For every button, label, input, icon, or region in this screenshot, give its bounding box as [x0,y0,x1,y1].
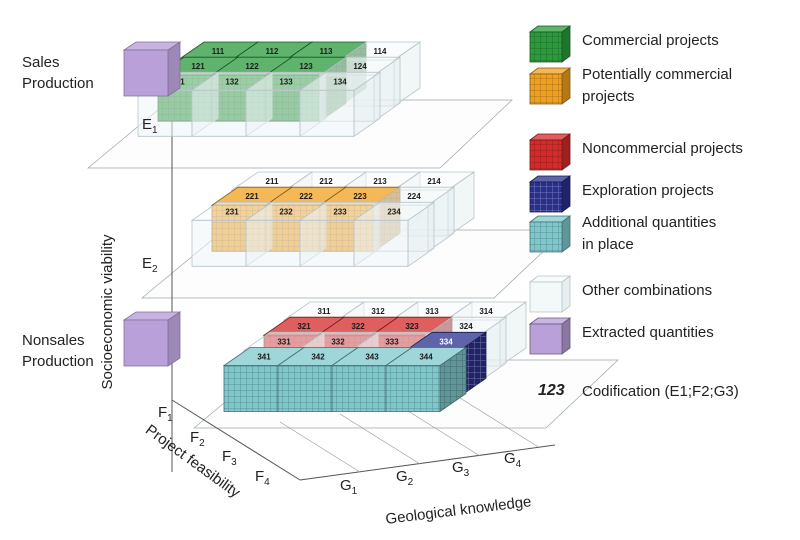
cube-code-label: 324 [459,322,473,331]
legend-swatch-noncommercial [528,133,572,171]
nonsales-label-line1: Nonsales [22,332,85,349]
cube-code-label: 124 [353,62,367,71]
f-axis-labels: F1 F2 F3 F4 [158,404,270,488]
sales-label-line1: Sales [22,54,60,71]
socioeconomic-axis-title: Socioeconomic viability [99,234,116,390]
cube-code-label: 132 [225,77,239,86]
g-axis-labels: G1 G2 G3 G4 [340,450,522,497]
cube-code-label: 234 [387,207,401,216]
cube-code-label: 111 [212,47,225,56]
ground-grid-line [399,405,481,457]
legend-label-additional: Additional quantities in place [582,212,716,256]
legend-label-extracted: Extracted quantities [582,322,714,344]
ground-grid-line [339,413,421,465]
legend-label-potential: Potentially commercial projects [582,64,732,108]
cube-code-label: 224 [407,192,421,201]
cube-code-label: 232 [279,207,293,216]
extracted-cubes-layer [122,41,182,367]
axes-layer [171,112,556,481]
legend-label-line: Other combinations [582,282,713,299]
legend-swatch-other [528,275,572,313]
e2-label: E2 [142,255,158,275]
cube-234: 234 [352,201,436,268]
cube-code-label: 134 [333,77,347,86]
legend-label-line: Commercial projects [582,32,719,49]
legend-label-commercial: Commercial projects [582,30,719,52]
legend-label-line: Exploration projects [582,182,714,199]
cube-code-label: 222 [299,192,313,201]
cube-code-label: 214 [427,177,441,186]
extracted-cube-sales [122,41,182,97]
legend-swatch-additional [528,215,572,253]
cube-code-label: 313 [425,307,439,316]
legend-label-line: Potentially commercial [582,66,733,83]
g-axis-line [299,444,556,481]
legend-label-line: Noncommercial projects [582,140,743,157]
cube-code-label: 121 [191,62,205,71]
cubes-layer: 1111121131141211221231241311321331342112… [136,41,528,413]
cube-code-label: 333 [385,337,399,346]
legend-label-line: in place [582,236,634,253]
cube-code-label: 113 [320,47,333,56]
cube-code-label: 332 [331,337,345,346]
cube-code-label: 112 [266,47,279,56]
f2-label: F2 [190,429,205,449]
cube-code-label: 114 [374,47,387,56]
sales-label-line2: Production [22,75,94,92]
legend-swatch-extracted [528,317,572,355]
f4-label: F4 [255,468,270,488]
codification-number: 123 [538,382,565,399]
legend-label-line: Extracted quantities [582,324,714,341]
legend-swatch-potential [528,67,572,105]
cube-code-label: 123 [299,62,313,71]
legend-label-line: Additional quantities [582,214,717,231]
cube-134: 134 [298,71,382,138]
e1-label: E1 [142,116,158,136]
g1-label: G1 [340,477,358,497]
codification-text: Codification (E1;F2;G3) [582,383,739,400]
cube-code-label: 311 [318,307,331,316]
ground-grid-line [459,397,541,449]
cube-code-label: 344 [419,353,433,362]
cube-code-label: 334 [439,337,453,346]
cube-code-label: 231 [225,207,239,216]
cube-344: 344 [384,346,468,413]
cube-code-label: 321 [297,322,311,331]
legend-label-noncommercial: Noncommercial projects [582,138,743,160]
legend-codification: 123 Codification (E1;F2;G3) [528,382,796,406]
cube-code-label: 122 [245,62,259,71]
f3-label: F3 [222,448,237,468]
g4-label: G4 [504,450,522,470]
ground-grid-line [279,421,361,473]
cube-code-label: 133 [279,77,293,86]
legend-swatch-commercial [528,25,572,63]
legend-label-other: Other combinations [582,280,712,302]
f1-label: F1 [158,404,173,424]
extracted-cube-nonsales [122,311,182,367]
cube-code-label: 211 [266,177,279,186]
g3-label: G3 [452,459,470,479]
legend-label-line: projects [582,88,635,105]
cube-code-label: 331 [277,337,291,346]
cube-code-label: 213 [373,177,387,186]
cube-code-label: 341 [257,353,271,362]
legend-label-exploration: Exploration projects [582,180,714,202]
cube-code-label: 322 [351,322,365,331]
f-axis-line [171,399,301,481]
nonsales-label-line2: Production [22,353,94,370]
cube-code-label: 314 [479,307,493,316]
cube-code-label: 233 [333,207,347,216]
cube-code-label: 342 [311,353,325,362]
cube-code-label: 223 [353,192,367,201]
legend-swatch-exploration [528,175,572,213]
cube-code-label: 221 [245,192,259,201]
g2-label: G2 [396,468,414,488]
geological-knowledge-title: Geological knowledge [385,493,533,528]
cube-code-label: 343 [365,353,379,362]
cube-code-label: 212 [319,177,333,186]
cube-code-label: 323 [405,322,419,331]
cube-code-label: 312 [371,307,385,316]
